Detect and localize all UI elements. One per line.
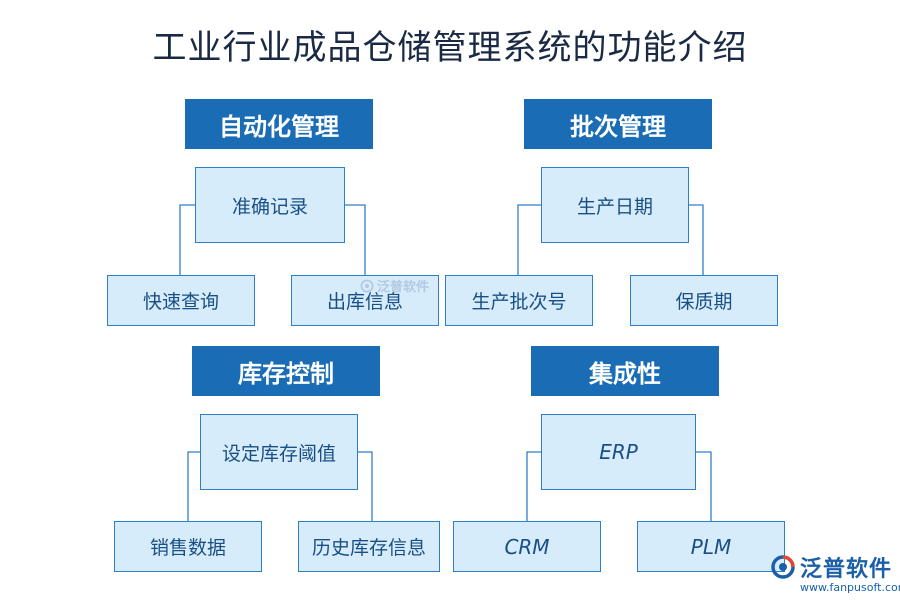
section-header-integration: 集成性 <box>531 346 719 396</box>
brand-logo: 泛普软件 www.fanpusoft.com <box>770 551 900 594</box>
node-accurate-record: 准确记录 <box>195 167 345 243</box>
connector-line <box>526 451 541 521</box>
connector-line <box>345 204 366 275</box>
connector-line <box>358 451 373 521</box>
connector-line <box>517 204 541 275</box>
page-title: 工业行业成品仓储管理系统的功能介绍 <box>152 28 748 68</box>
section-header-batch: 批次管理 <box>524 99 712 149</box>
connector-line <box>187 451 200 521</box>
node-history-inventory: 历史库存信息 <box>298 521 440 572</box>
fanpu-logo-icon <box>771 555 795 579</box>
section-header-inventory-control: 库存控制 <box>192 346 380 396</box>
fanpu-logo-icon <box>360 279 374 292</box>
watermark-text: 泛普软件 <box>377 280 430 295</box>
node-erp: ERP <box>541 414 696 490</box>
node-crm: CRM <box>453 521 601 572</box>
connector-line <box>179 204 195 275</box>
node-quick-query: 快速查询 <box>107 275 255 326</box>
node-set-threshold: 设定库存阈值 <box>200 414 358 490</box>
node-sales-data: 销售数据 <box>114 521 262 572</box>
node-outbound-info: 出库信息 <box>291 275 439 326</box>
watermark: 泛普软件 <box>360 276 429 295</box>
brand-url: www.fanpusoft.com <box>800 581 900 594</box>
connector-line <box>696 451 712 521</box>
node-batch-number: 生产批次号 <box>445 275 593 326</box>
node-plm: PLM <box>637 521 785 572</box>
brand-name: 泛普软件 <box>800 557 893 582</box>
node-production-date: 生产日期 <box>541 167 689 243</box>
connector-line <box>688 204 704 275</box>
section-header-automation: 自动化管理 <box>185 99 373 149</box>
node-shelf-life: 保质期 <box>630 275 778 326</box>
